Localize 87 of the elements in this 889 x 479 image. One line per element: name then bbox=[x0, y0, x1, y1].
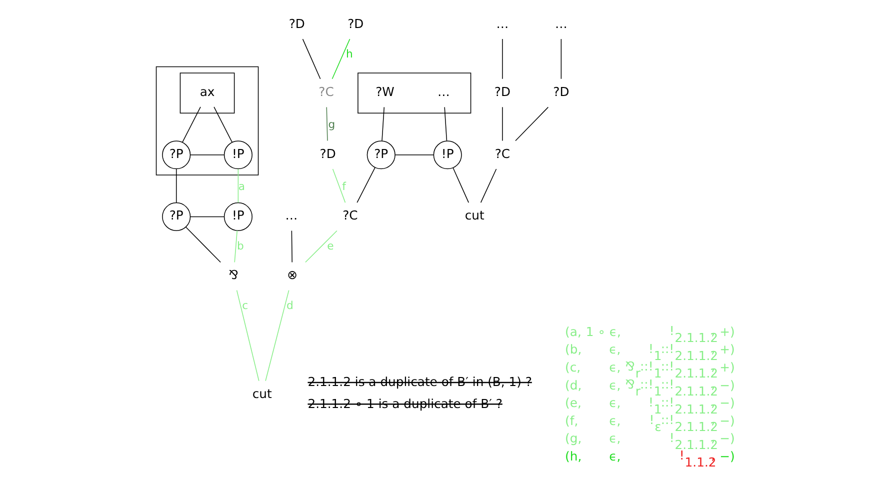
node-text: ?D bbox=[348, 17, 364, 32]
node-text: ?D bbox=[320, 146, 336, 161]
node-circle: ?P bbox=[162, 140, 191, 170]
connector bbox=[190, 154, 224, 156]
connector bbox=[480, 168, 497, 203]
connector bbox=[326, 106, 328, 142]
connector bbox=[265, 290, 290, 382]
node-text: … bbox=[285, 208, 298, 223]
node-text: ?C bbox=[318, 85, 334, 100]
edge-label: h bbox=[346, 48, 353, 61]
connector bbox=[502, 38, 503, 80]
label: (e, bbox=[565, 396, 582, 410]
edge-label: c bbox=[242, 298, 248, 312]
node-text: ⅋ bbox=[228, 268, 238, 282]
edge-label: d bbox=[286, 298, 294, 312]
label: (f, bbox=[565, 414, 578, 428]
label: −) bbox=[720, 378, 735, 392]
edge-label: g bbox=[328, 118, 336, 131]
label: 1 ∘ ϵ, bbox=[586, 324, 621, 339]
connector bbox=[382, 106, 385, 142]
label: ϵ, bbox=[609, 449, 621, 464]
node-text: ⊗ bbox=[287, 268, 298, 282]
node-circle: ?P bbox=[162, 202, 191, 231]
label: (g, bbox=[565, 432, 582, 446]
node-text: … bbox=[555, 17, 568, 32]
node-text: ax bbox=[200, 85, 215, 100]
cluster bbox=[358, 72, 472, 114]
connector bbox=[394, 154, 434, 156]
connector bbox=[190, 216, 224, 218]
connector bbox=[452, 167, 470, 203]
connector bbox=[176, 168, 177, 203]
node-circle: !P bbox=[224, 140, 252, 170]
node-text: … bbox=[438, 85, 450, 100]
label: ϵ, bbox=[609, 378, 621, 392]
label: −) bbox=[720, 396, 735, 410]
label: +) bbox=[720, 324, 735, 339]
label: (b, bbox=[565, 342, 582, 357]
label: 2.1.1.2 ∘ 1 is a duplicate of B′ ? bbox=[308, 396, 502, 411]
node-text: ?D bbox=[553, 85, 570, 100]
label: 2.1.1.2 is a duplicate of B′ in (B, 1) ? bbox=[308, 375, 532, 390]
connector bbox=[332, 38, 350, 80]
edge-label: e bbox=[327, 239, 334, 252]
label: ϵ, bbox=[609, 342, 621, 357]
node-text: cut bbox=[464, 208, 484, 223]
label: −) bbox=[720, 414, 735, 428]
label: ϵ, bbox=[609, 360, 621, 374]
connector bbox=[515, 106, 549, 142]
label: (h, bbox=[565, 449, 582, 464]
connector bbox=[444, 106, 448, 142]
node-text: ?D bbox=[494, 85, 510, 100]
node-text: cut bbox=[252, 386, 272, 401]
connector bbox=[356, 167, 376, 203]
node-circle: !P bbox=[433, 140, 462, 170]
connector bbox=[214, 106, 232, 143]
node-text: ?D bbox=[288, 17, 305, 32]
connector bbox=[236, 290, 260, 382]
connector bbox=[238, 168, 239, 203]
label: +) bbox=[720, 360, 735, 374]
connector bbox=[186, 226, 221, 263]
label: (a, bbox=[565, 324, 582, 339]
connector bbox=[291, 230, 292, 263]
label: +) bbox=[720, 342, 735, 357]
label: ϵ, bbox=[609, 396, 621, 410]
cluster bbox=[156, 66, 259, 176]
connector bbox=[302, 38, 321, 80]
label: −) bbox=[720, 449, 735, 464]
label: ϵ, bbox=[609, 414, 621, 428]
node-text: ?W bbox=[376, 85, 394, 100]
connector bbox=[182, 106, 201, 143]
edge-label: f bbox=[342, 180, 346, 193]
node-text: … bbox=[496, 17, 509, 32]
label: (d, bbox=[565, 378, 582, 392]
connector bbox=[332, 168, 346, 203]
label: −) bbox=[720, 432, 735, 446]
connector bbox=[502, 106, 503, 142]
node-circle: !P bbox=[224, 202, 252, 231]
connector bbox=[234, 230, 238, 263]
node-text: ?C bbox=[494, 146, 510, 161]
connector bbox=[305, 230, 338, 263]
label: ϵ, bbox=[609, 432, 621, 446]
cluster bbox=[180, 72, 235, 114]
edge-label: b bbox=[237, 239, 244, 252]
node-text: ?C bbox=[342, 208, 358, 223]
connector bbox=[560, 38, 562, 80]
node-circle: ?P bbox=[366, 140, 396, 170]
label: (c, bbox=[565, 360, 581, 374]
edge-label: a bbox=[238, 180, 245, 193]
